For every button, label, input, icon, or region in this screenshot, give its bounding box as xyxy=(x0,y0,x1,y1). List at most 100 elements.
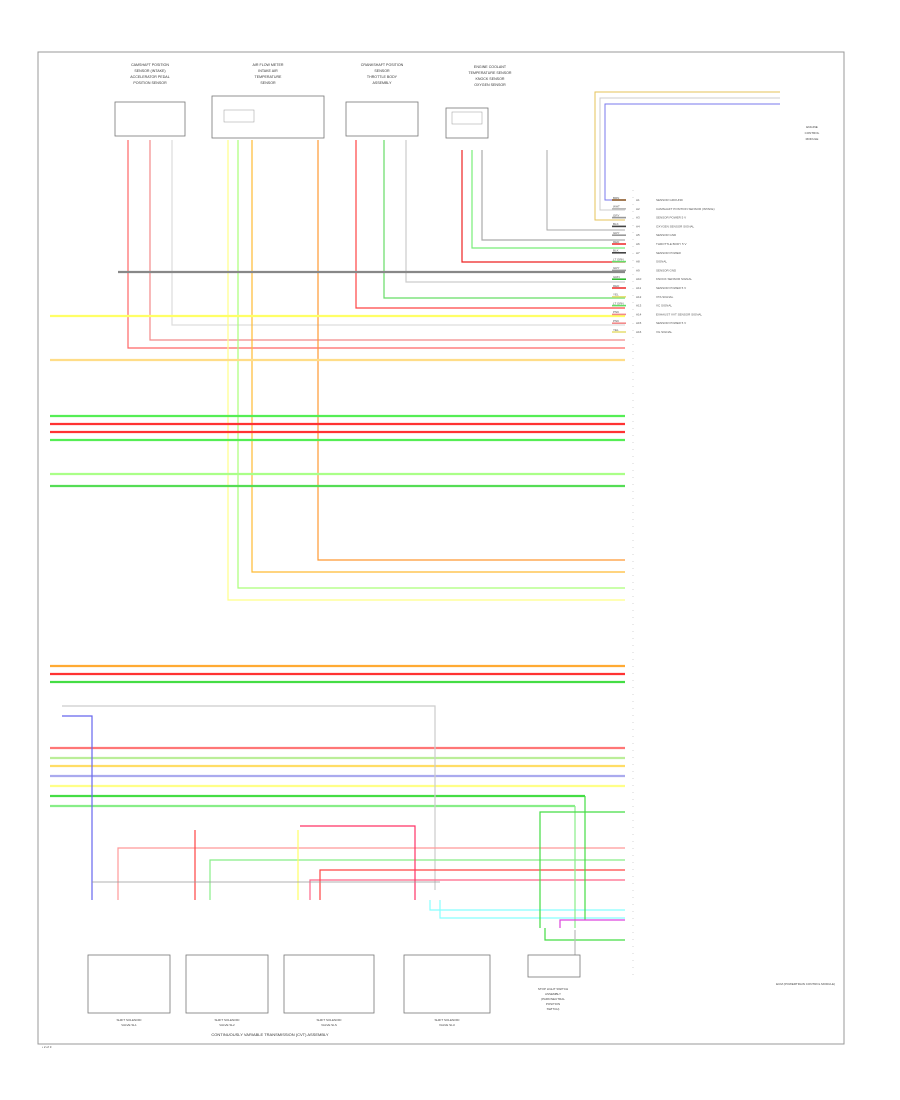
ecm-pin-wire-color: BLK xyxy=(613,222,619,226)
ecm-pin-label: SENSOR POWER 5 V xyxy=(656,286,686,290)
ecm-pin-number: A10 xyxy=(636,277,642,281)
ecm-pin-label: SENSOR GND xyxy=(656,233,677,237)
bottom-label-5d: POSITION xyxy=(546,1002,560,1006)
ecm-pin-wire-color: WHT xyxy=(613,205,620,209)
ecm-pin-row: WHT A2 CAMSHAFT POSITION SENSOR (INTAKE) xyxy=(612,205,715,211)
ecm-pin-row: GRY A9 SENSOR GND xyxy=(612,266,677,272)
ecm-pin-number: A7 xyxy=(636,251,640,255)
ecm-pin-label: OXYGEN SENSOR SIGNAL xyxy=(656,224,695,228)
ecm-pin-row: RED A11 SENSOR POWER 5 V xyxy=(612,284,686,290)
top-label-1a: CAMSHAFT POSITION xyxy=(131,63,169,67)
ecm-pin-row: BLK A4 OXYGEN SENSOR SIGNAL xyxy=(612,222,695,228)
air-flow-inner xyxy=(223,109,255,123)
ecm-pin-number: A11 xyxy=(636,286,641,290)
ecm-pin-wire-color: PNK xyxy=(613,319,619,323)
bottom-caption: CONTINUOUSLY VARIABLE TRANSMISSION (CVT)… xyxy=(211,1032,329,1037)
top-label-4a: ENGINE COOLANT xyxy=(474,65,507,69)
ecm-pin-wire-color: GRY xyxy=(613,231,619,235)
bottom-label-1b: VALVE SL1 xyxy=(121,1023,137,1027)
ecm-pin-label: CAMSHAFT POSITION SENSOR (INTAKE) xyxy=(656,207,715,211)
solenoid-wires xyxy=(62,705,625,955)
ecm-pin-wire-color: GRY xyxy=(613,213,619,217)
ecm-pin-label: VC SIGNAL xyxy=(656,304,672,308)
bottom-label-2a: SHIFT SOLENOID xyxy=(215,1018,241,1022)
ecm-pin-number: A2 xyxy=(636,207,640,211)
ecm-pin-label: SENSOR GND xyxy=(656,268,677,272)
stop-light-switch-box xyxy=(527,954,581,978)
ecm-pin-label: KNOCK SENSOR SIGNAL xyxy=(656,277,692,281)
ecm-pin-number: A9 xyxy=(636,268,640,272)
bottom-label-2b: VALVE SL2 xyxy=(219,1023,235,1027)
solenoid-sl1-box xyxy=(87,954,171,1014)
top-component-labels: CAMSHAFT POSITION SENSOR (INTAKE) ACCELE… xyxy=(130,63,512,87)
ecm-pin-row: LT GRN A8 SIGNAL xyxy=(612,257,667,264)
ecm-pin-label: VG SIGNAL xyxy=(656,330,673,334)
top-label-1d: POSITION SENSOR xyxy=(133,81,167,85)
cam-sensor-box xyxy=(114,101,186,137)
diagram-frame xyxy=(37,51,845,1045)
coolant-sensor-box xyxy=(445,107,489,139)
ecm-pin-label: SENSOR GROUND xyxy=(656,198,684,202)
crank-sensor-box xyxy=(345,101,419,137)
top-label-1c: ACCELERATOR PEDAL xyxy=(130,75,169,79)
ecm-pin-number: A13 xyxy=(636,304,642,308)
bottom-label-4b: VALVE SLU xyxy=(439,1023,455,1027)
ecm-pin-number: A14 xyxy=(636,312,642,316)
top-label-4d: OXYGEN SENSOR xyxy=(474,83,506,87)
ecm-pin-wire-color: BRN xyxy=(613,196,619,200)
legend-line-3: MODULE xyxy=(806,137,819,141)
ecm-pin-row: GRY A5 SENSOR GND xyxy=(612,231,677,237)
ecm-pin-number: A1 xyxy=(636,198,640,202)
ecm-pin-wire-color: GRY xyxy=(613,266,619,270)
ecm-pin-number: A5 xyxy=(636,233,640,237)
top-label-3a: CRANKSHAFT POSITION xyxy=(361,63,404,67)
ecm-pin-list: BRN A1 SENSOR GROUND WHT A2 CAMSHAFT POSITION… xyxy=(612,196,715,334)
bottom-label-5a: STOP LIGHT SWITCH xyxy=(538,987,568,991)
bottom-label-5b: ASSEMBLY xyxy=(545,992,561,996)
top-label-4b: TEMPERATURE SENSOR xyxy=(468,71,511,75)
ecm-pin-row: GRN A10 KNOCK SENSOR SIGNAL xyxy=(612,275,692,281)
top-label-1b: SENSOR (INTAKE) xyxy=(134,69,165,73)
bottom-label-1a: SHIFT SOLENOID xyxy=(117,1018,143,1022)
ecm-pin-wire-color: GRN xyxy=(613,275,620,279)
ecm-pin-label: VTA SIGNAL xyxy=(656,295,674,299)
bottom-label-5c: (PARK/NEUTRAL xyxy=(541,997,565,1001)
harness-bands xyxy=(50,270,625,808)
ecm-pin-wire-color: YEL xyxy=(613,328,619,332)
top-label-2c: TEMPERATURE xyxy=(255,75,282,79)
ecm-pin-label: THROTTLE BODY 5 V xyxy=(656,242,686,246)
legend-line-1: ENGINE xyxy=(806,125,818,129)
ecm-pin-number: A3 xyxy=(636,216,640,220)
top-component-wires xyxy=(127,140,625,601)
top-label-2b: INTAKE AIR xyxy=(258,69,278,73)
top-label-2a: AIR FLOW METER xyxy=(253,63,284,67)
ecm-pin-row: GRY A3 SENSOR POWER 5 V xyxy=(612,213,686,220)
bottom-label-3a: SHIFT SOLENOID xyxy=(317,1018,343,1022)
ecm-pin-row: BRN A1 SENSOR GROUND xyxy=(612,196,684,202)
ecm-pin-number: A4 xyxy=(636,224,640,228)
legend-line-2: CONTROL xyxy=(805,131,820,135)
ecm-pin-number: A12 xyxy=(636,295,642,299)
ecm-pin-wire-color: RED xyxy=(613,240,620,244)
bottom-label-5e: SWITCH) xyxy=(547,1007,560,1011)
bottom-label-4a: SHIFT SOLENOID xyxy=(435,1018,461,1022)
bottom-label-3b: VALVE SLS xyxy=(321,1023,337,1027)
top-label-3d: ASSEMBLY xyxy=(372,81,392,85)
ecm-pin-label: SENSOR POWER 5 V xyxy=(656,321,686,325)
ecm-pin-wire-color: RED xyxy=(613,284,620,288)
ecm-pin-wire-color: LT GRN xyxy=(613,257,624,261)
ecm-pin-label: SENSOR POWER 5 V xyxy=(656,216,686,220)
air-flow-meter-box xyxy=(211,95,325,139)
solenoid-slu-box xyxy=(403,954,491,1014)
solenoid-sls-box xyxy=(283,954,375,1014)
top-label-4c: KNOCK SENSOR xyxy=(476,77,505,81)
ecm-pin-number: A8 xyxy=(636,260,640,264)
ecm-pin-label: SIGNAL xyxy=(656,260,667,264)
